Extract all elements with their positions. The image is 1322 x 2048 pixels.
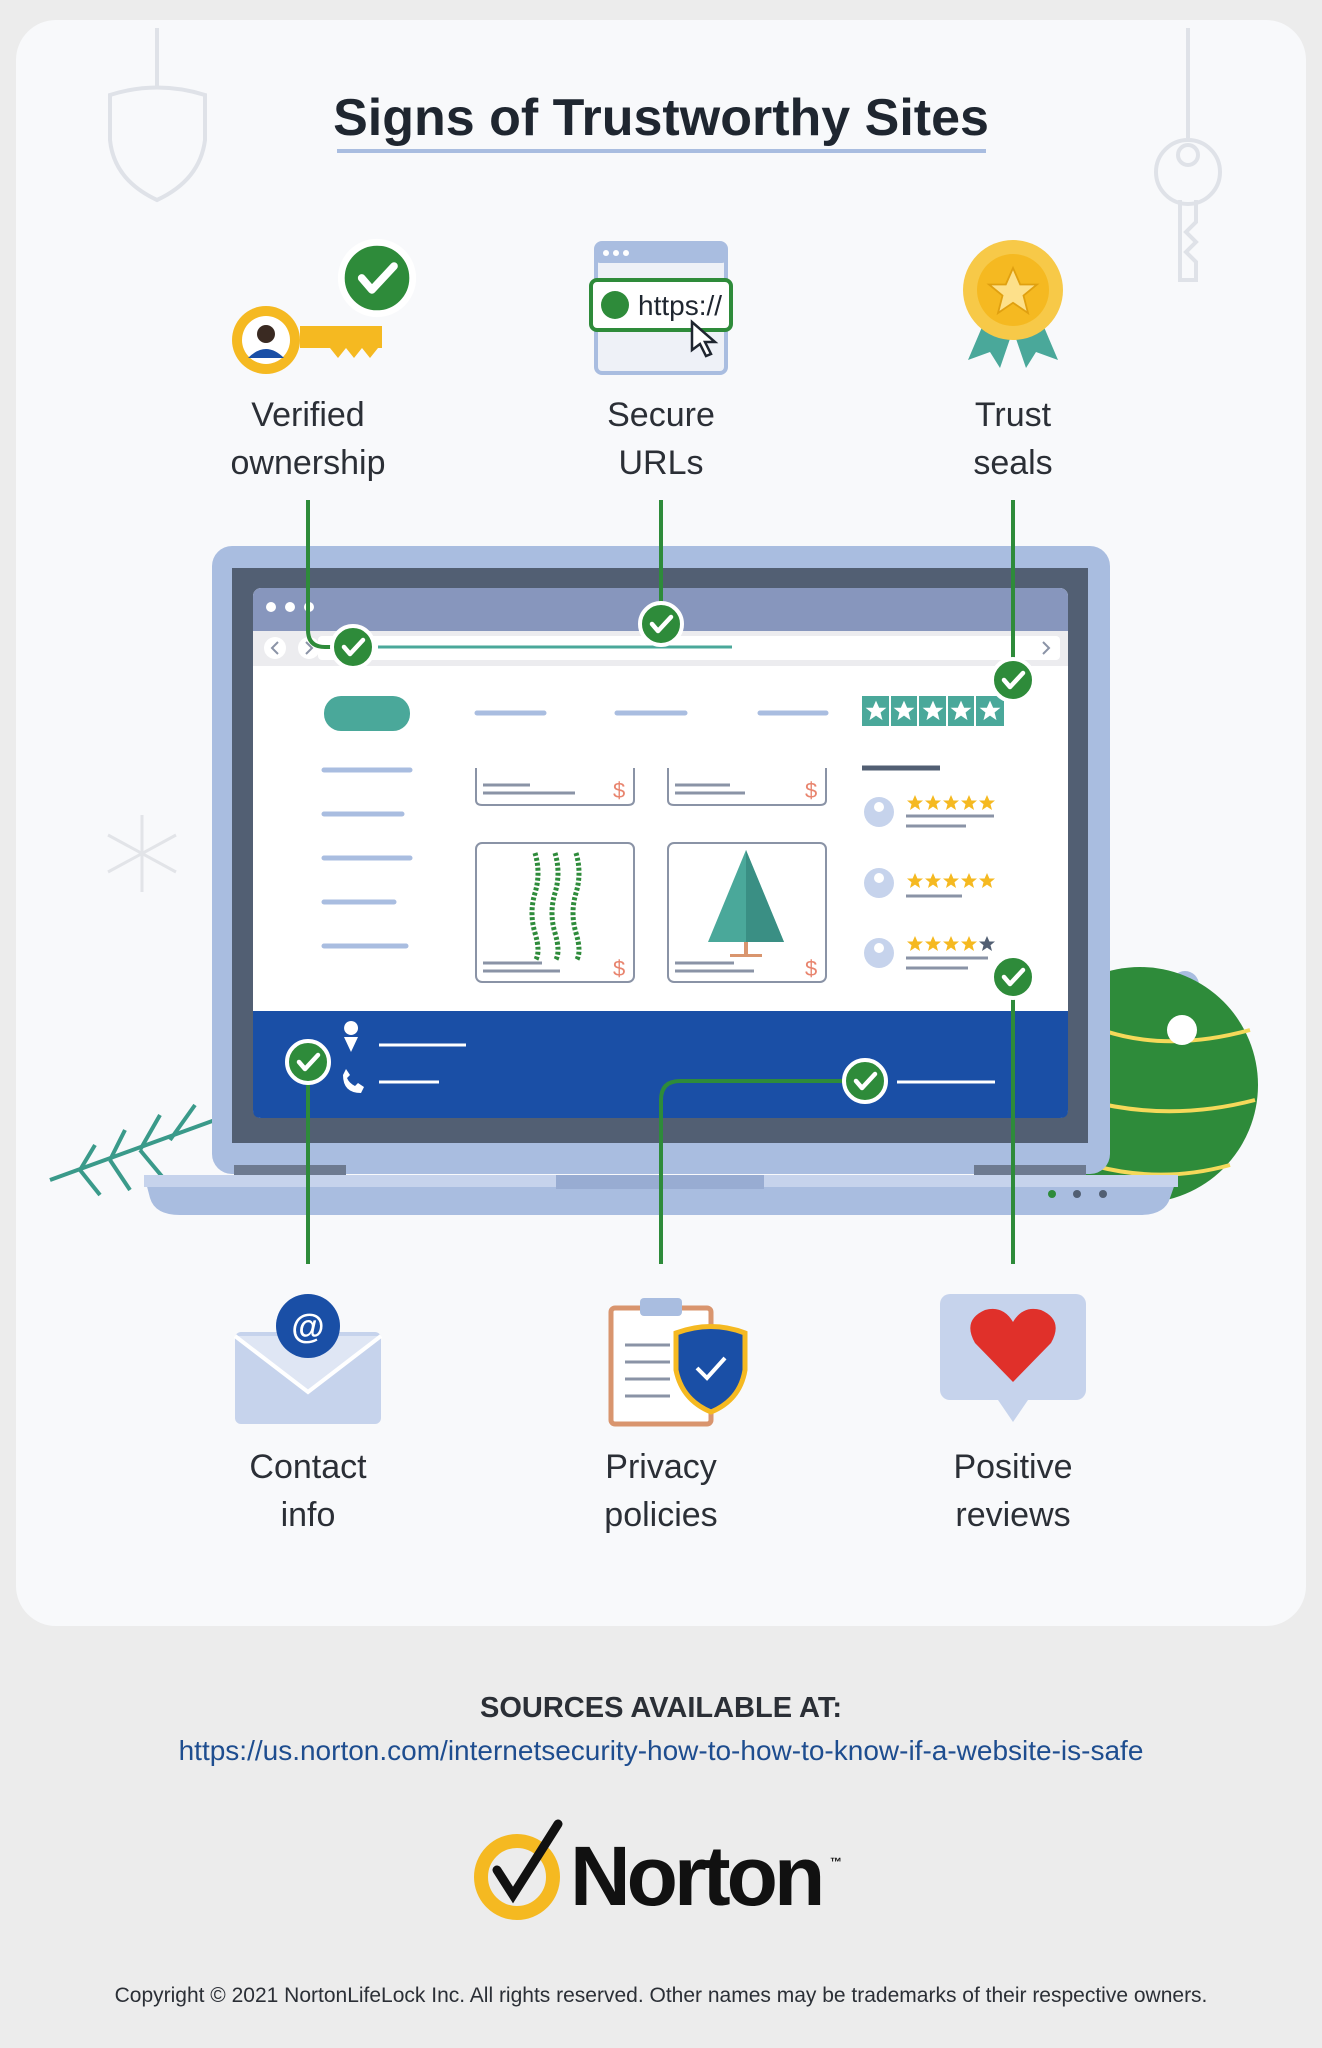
sign-secure-urls: Secure URLs bbox=[607, 396, 715, 482]
sign-privacy-policies: Privacy policies bbox=[604, 1448, 717, 1534]
review-item bbox=[864, 868, 995, 898]
trademark: ™ bbox=[830, 1855, 842, 1869]
sign-trust-seals: Trust seals bbox=[973, 396, 1052, 482]
envelope-icon: @ bbox=[233, 1294, 383, 1424]
product-card bbox=[475, 768, 635, 806]
review-item bbox=[864, 936, 995, 970]
svg-text:Contact: Contact bbox=[249, 1448, 367, 1486]
price-symbol: $ bbox=[613, 778, 625, 803]
product-card-garland bbox=[475, 842, 635, 983]
norton-logo: Norton ™ bbox=[474, 1819, 842, 1923]
svg-text:ownership: ownership bbox=[231, 444, 386, 482]
sources-heading: SOURCES AVAILABLE AT: bbox=[480, 1692, 842, 1724]
product-card bbox=[667, 768, 827, 806]
svg-text:info: info bbox=[281, 1496, 336, 1534]
ribbon-seal-icon bbox=[963, 240, 1063, 368]
tree-icon bbox=[708, 850, 784, 957]
nav-links bbox=[321, 710, 829, 949]
sources-link[interactable]: https://us.norton.com/internetsecurity-h… bbox=[179, 1735, 1144, 1766]
garland-icon bbox=[529, 852, 582, 963]
svg-text:Trust: Trust bbox=[975, 396, 1052, 434]
chevron-right-icon bbox=[1042, 641, 1051, 655]
nav-button[interactable] bbox=[324, 696, 410, 731]
pointer-hand-icon bbox=[690, 319, 719, 358]
product-grid bbox=[475, 768, 827, 983]
check-icon bbox=[992, 659, 1034, 701]
sign-contact-info: Contact info bbox=[249, 1448, 367, 1534]
svg-text:@: @ bbox=[291, 1308, 324, 1346]
key-ornament-icon bbox=[1154, 28, 1222, 282]
price-symbol: $ bbox=[613, 956, 625, 981]
svg-text:URLs: URLs bbox=[618, 444, 703, 482]
svg-text:seals: seals bbox=[973, 444, 1052, 482]
location-pin-icon bbox=[344, 1021, 359, 1052]
price-symbol: $ bbox=[805, 778, 817, 803]
svg-text:reviews: reviews bbox=[955, 1496, 1070, 1534]
check-icon bbox=[992, 956, 1034, 998]
svg-text:Verified: Verified bbox=[251, 396, 364, 434]
sign-positive-reviews: Positive reviews bbox=[953, 1448, 1072, 1534]
shield-ornament-icon bbox=[108, 28, 207, 203]
review-list bbox=[864, 795, 995, 970]
clipboard-shield-icon bbox=[608, 1298, 748, 1427]
back-button[interactable] bbox=[264, 637, 286, 659]
svg-text:Privacy: Privacy bbox=[605, 1448, 716, 1486]
trust-stars bbox=[862, 696, 1004, 726]
check-icon bbox=[844, 1060, 886, 1102]
sign-verified-ownership: Verified ownership bbox=[231, 396, 386, 482]
check-icon bbox=[640, 603, 682, 645]
svg-text:Positive: Positive bbox=[953, 1448, 1072, 1486]
key-icon bbox=[232, 242, 413, 374]
heart-speech-icon bbox=[940, 1294, 1086, 1422]
review-item bbox=[864, 795, 995, 828]
svg-text:Secure: Secure bbox=[607, 396, 715, 434]
page-title: Signs of Trustworthy Sites bbox=[333, 89, 989, 147]
check-icon bbox=[287, 1041, 329, 1083]
check-icon bbox=[332, 626, 374, 668]
phone-icon bbox=[343, 1069, 364, 1093]
norton-wordmark: Norton bbox=[570, 1829, 821, 1923]
svg-text:policies: policies bbox=[604, 1496, 717, 1534]
connector-lines bbox=[306, 500, 1015, 1264]
snowflake-icon bbox=[107, 815, 177, 892]
copyright: Copyright © 2021 NortonLifeLock Inc. All… bbox=[115, 1984, 1208, 2007]
price-symbol: $ bbox=[805, 956, 817, 981]
url-badge-text: https:// bbox=[638, 290, 722, 321]
browser-window: $ $ $ $ bbox=[253, 588, 1068, 1118]
secure-url-icon: https:// bbox=[589, 241, 733, 375]
